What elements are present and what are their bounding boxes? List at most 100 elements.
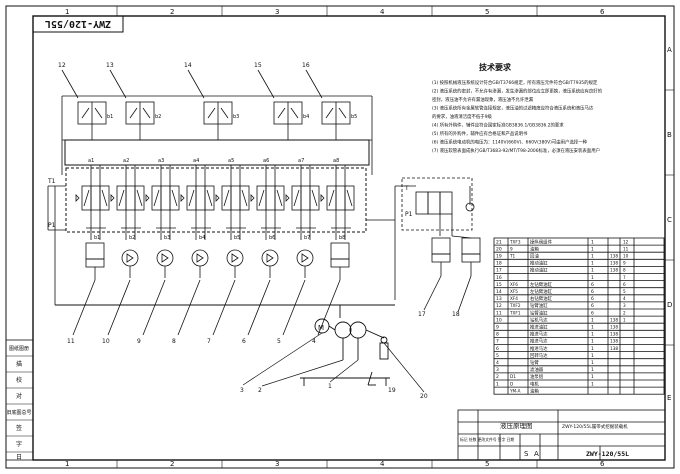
- callout-leader: [107, 279, 131, 336]
- tech-requirements-title: 技术要求: [479, 62, 512, 72]
- bom-item-number: 7: [496, 339, 499, 345]
- callout-number: 8: [172, 338, 176, 345]
- bom-item-number: 11: [496, 310, 502, 316]
- flow-arrow: [241, 189, 248, 207]
- stage-mark: A: [534, 450, 539, 458]
- bom-item-index: 1: [623, 317, 626, 322]
- motor-arrow: [126, 253, 134, 263]
- bom-item-number: 15: [496, 282, 502, 288]
- zone-number: 3: [275, 460, 279, 468]
- side-strip-label: 描: [16, 360, 22, 368]
- bom-item-name: 推动油缸: [530, 260, 548, 267]
- cylinder-rod-end: [85, 258, 105, 268]
- bom-item-qty: 6: [591, 296, 594, 302]
- bom-item-spec: 138: [610, 325, 618, 330]
- directional-valve-section: [110, 165, 145, 240]
- bom-item-qty: 6: [591, 289, 594, 295]
- zone-number: 6: [600, 460, 605, 468]
- bom-item-number: 6: [496, 346, 499, 352]
- cylinder-barrel: [85, 242, 105, 260]
- flow-arrow: [223, 189, 230, 207]
- bom-item-qty: 1: [591, 381, 594, 387]
- bom-item-name: 回转马达: [530, 352, 548, 359]
- callout-number: 7: [207, 338, 211, 345]
- bom-item-index: 9: [623, 261, 626, 266]
- revision-row-labels: 标记 处数 更改文件号 签字 日期: [460, 437, 514, 442]
- bom-item-qty: 1: [591, 367, 594, 373]
- bom-item-code: T1: [509, 254, 516, 259]
- actuator: 6: [242, 249, 279, 345]
- bom-item-index: 11: [623, 246, 629, 251]
- callout-number: 16: [302, 62, 310, 69]
- callout-leader: [61, 69, 79, 99]
- spool-cell: [230, 185, 241, 211]
- callout-number: 11: [67, 338, 75, 345]
- bom-item-qty: 1: [591, 360, 594, 366]
- return-label: b5: [234, 235, 240, 241]
- bom-item-number: 16: [496, 275, 502, 281]
- bom-item-spec: 138: [610, 268, 618, 273]
- motor-arrow: [301, 253, 309, 263]
- bom-item-number: 13: [496, 296, 502, 302]
- callout-leader: [247, 279, 271, 336]
- spool-cell: [160, 185, 171, 211]
- callout-leader: [212, 279, 236, 336]
- bom-item-name: 回油: [530, 253, 539, 260]
- tech-requirement-line: (3) 液压系统所有金属软管连接规定，液压油的过滤精度应符合液压系统和液压马达: [432, 105, 594, 112]
- bom-item-spec: 138: [610, 317, 618, 322]
- bom-row: 5 回转马达 1: [496, 352, 594, 359]
- zone-numbers-bottom: 1 2 3 4 5 6: [65, 460, 605, 468]
- zone-numbers-top: 1 2 3 4 5 6: [65, 8, 605, 16]
- tech-requirement-line: (4) 所有外购件、辅件应符合国家标准GB3836.1/GB3836.2的要求: [432, 122, 564, 129]
- spring-symbol: [250, 194, 255, 202]
- bom-item-index: 6: [623, 282, 626, 287]
- callout-number: 10: [102, 338, 110, 345]
- hydraulic-motor: [121, 249, 139, 267]
- bom-item-index: 5: [623, 289, 626, 294]
- bom-item-qty: 1: [591, 353, 594, 359]
- directional-valve-section: [180, 165, 215, 240]
- bom-item-number: 18: [496, 261, 502, 267]
- callout-3: 3: [240, 387, 244, 394]
- spring-symbol: [320, 194, 325, 202]
- bom-item-number: 8: [496, 332, 499, 338]
- technical-requirements: 技术要求 (1) 按照机械液压系统设计符合GB/T3766规定，所有液压元件符合…: [432, 62, 603, 154]
- bom-item-qty: 1: [591, 317, 594, 323]
- flow-arrow: [136, 189, 143, 207]
- side-strip-label: 字: [16, 440, 22, 448]
- callout-leader: [142, 279, 166, 336]
- bom-item-number: 5: [496, 353, 499, 359]
- port-label-p1-aux: P1: [405, 211, 413, 218]
- tech-requirement-line: (5) 所有的外购件，辅件应有合格证和产品说明书: [432, 130, 528, 137]
- tech-requirement-line: (1) 按照机械液压系统设计符合GB/T3766规定，所有液压元件符合GB/T7…: [432, 79, 598, 86]
- pipe-label: a1: [88, 158, 94, 164]
- spool-cell: [169, 185, 180, 211]
- directional-valve-section: [285, 165, 320, 240]
- product-code: ZWY-120/55L: [586, 450, 629, 458]
- bom-item-name: 推进马达: [530, 331, 548, 338]
- pipe-label: a3: [158, 158, 164, 164]
- pilot-valve-arrow: [207, 107, 216, 119]
- tech-requirement-line: (6) 液压系统电动机的电压为：1140V(660V)、660V(380V)可由…: [432, 139, 588, 146]
- bom-item-name: 左钻臂油缸: [530, 288, 553, 295]
- cylinder-barrel: [330, 242, 350, 260]
- zone-number: 3: [275, 8, 279, 16]
- zone-number: 4: [380, 460, 385, 468]
- bom-item-code: YM-A: [509, 388, 521, 393]
- spring-symbol: [75, 194, 80, 202]
- zone-number: 1: [65, 460, 69, 468]
- bom-item-name: 推进油缸: [530, 324, 548, 331]
- bom-item-number: 17: [496, 268, 502, 274]
